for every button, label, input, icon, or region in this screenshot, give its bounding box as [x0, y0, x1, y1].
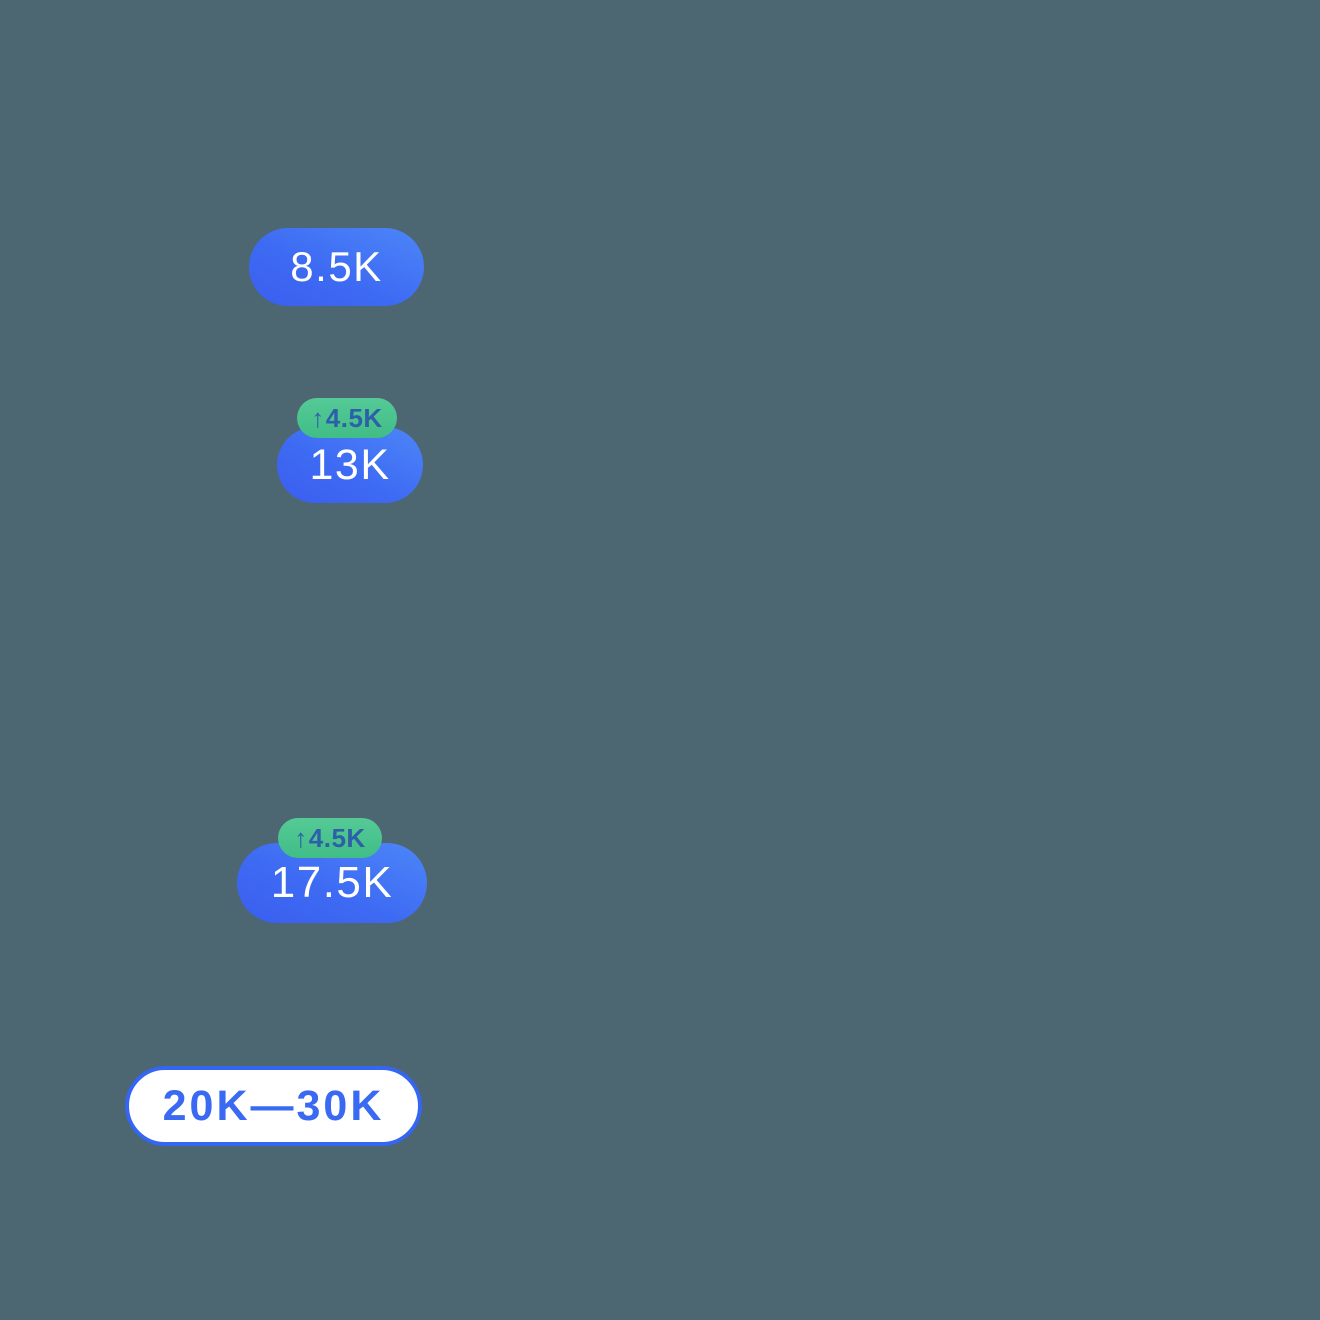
value-badge-8-5k[interactable]: 8.5K	[249, 228, 424, 306]
value-badge-13k[interactable]: 13K	[277, 427, 423, 503]
value-badge-8-5k-label: 8.5K	[290, 243, 383, 290]
range-badge-20k-30k-label: 20K—30K	[162, 1081, 385, 1130]
delta-badge-13k-label: 4.5K	[325, 402, 383, 433]
delta-badge-13k: ↑ 4.5K	[297, 398, 397, 438]
range-badge-20k-30k[interactable]: 20K—30K	[125, 1066, 422, 1146]
delta-badge-17-5k: ↑ 4.5K	[278, 818, 382, 858]
up-arrow-icon: ↑	[294, 823, 308, 853]
delta-badge-17-5k-label: 4.5K	[308, 822, 366, 853]
value-badge-17-5k-label: 17.5K	[270, 858, 394, 907]
value-badge-13k-label: 13K	[309, 440, 391, 489]
up-arrow-icon: ↑	[311, 403, 325, 433]
